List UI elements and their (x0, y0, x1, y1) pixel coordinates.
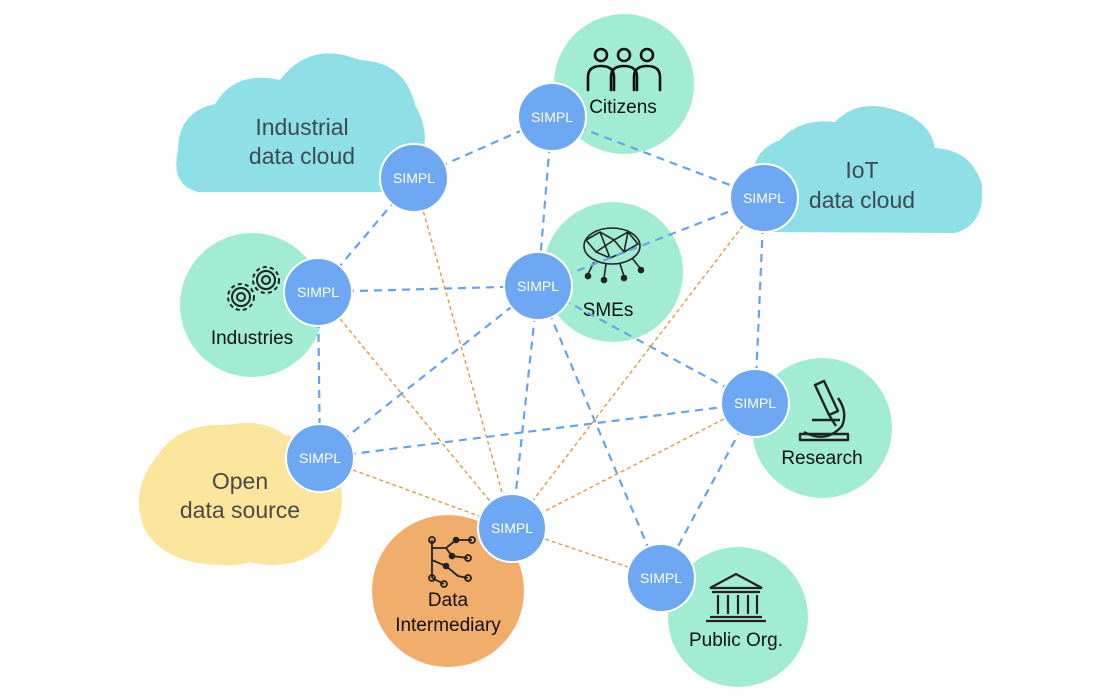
link-research-intermediary (511, 402, 756, 529)
simpl-node-citizens: SIMPL (517, 82, 587, 152)
simpl-node-industrial-cloud: SIMPL (379, 143, 449, 213)
government-building-icon (706, 572, 766, 623)
simpl-label: SIMPL (491, 520, 533, 536)
link-smes-iot (537, 196, 765, 288)
simpl-label: SIMPL (743, 190, 785, 206)
simpl-label: SIMPL (531, 109, 573, 125)
link-industries-smes (317, 284, 539, 294)
simpl-label: SIMPL (517, 278, 559, 294)
link-iot-intermediary (511, 197, 765, 529)
open-data-source-label-line2: data source (180, 497, 300, 523)
industries-node: Industries (180, 233, 324, 377)
simpl-node-public-org: SIMPL (626, 543, 696, 613)
link-intermediary-public (511, 527, 662, 579)
simpl-label: SIMPL (297, 284, 339, 300)
gears-icon (227, 266, 280, 311)
citizens-label: Citizens (589, 97, 657, 118)
simpl-node-open-source: SIMPL (285, 423, 355, 493)
link-industrial-citizens (413, 115, 553, 180)
open-data-source-label-line1: Open (212, 468, 268, 494)
smes-label: SMEs (583, 300, 634, 321)
public-org-label: Public Org. (689, 630, 783, 651)
microscope-icon (798, 379, 850, 442)
iot-cloud-label-line1: IoT (845, 157, 878, 183)
data-intermediary-node: Data Intermediary (372, 515, 524, 667)
link-open-smes (319, 285, 539, 459)
simpl-label: SIMPL (640, 570, 682, 586)
simpl-node-industries: SIMPL (283, 257, 353, 327)
link-industries-intermediary (317, 291, 513, 529)
simpl-node-iot-cloud: SIMPL (729, 163, 799, 233)
simpl-node-smes: SIMPL (503, 251, 573, 321)
industrial-cloud-label-line1: Industrial (255, 114, 348, 140)
simpl-label: SIMPL (734, 395, 776, 411)
graph-network-icon (428, 536, 476, 588)
iot-data-cloud: IoT data cloud (751, 106, 983, 233)
simpl-label: SIMPL (393, 170, 435, 186)
simpl-node-intermediary: SIMPL (477, 493, 547, 563)
industrial-data-cloud: Industrial data cloud (176, 53, 425, 193)
industries-label: Industries (211, 328, 293, 349)
link-open-research (319, 401, 756, 460)
link-citizens-iot (551, 115, 765, 200)
research-label: Research (781, 448, 862, 469)
public-org-node: Public Org. (668, 547, 808, 687)
link-industrial-industries (317, 177, 415, 293)
link-industrial-intermediary (413, 177, 513, 529)
link-smes-intermediary (510, 285, 540, 529)
people-icon (586, 47, 662, 92)
network-brain-icon (583, 227, 645, 284)
simpl-nodes: SIMPL SIMPL SIMPL SIMPL SIMPL SIMPL SIMP… (283, 82, 799, 613)
data-intermediary-label-line1: Data (428, 590, 469, 611)
simpl-node-research: SIMPL (720, 368, 790, 438)
data-intermediary-label-line2: Intermediary (395, 615, 501, 636)
industrial-cloud-label-line2: data cloud (249, 143, 355, 169)
citizens-node: Citizens (554, 14, 694, 154)
link-smes-public (536, 285, 663, 579)
simpl-label: SIMPL (299, 450, 341, 466)
iot-cloud-label-line2: data cloud (809, 187, 915, 213)
